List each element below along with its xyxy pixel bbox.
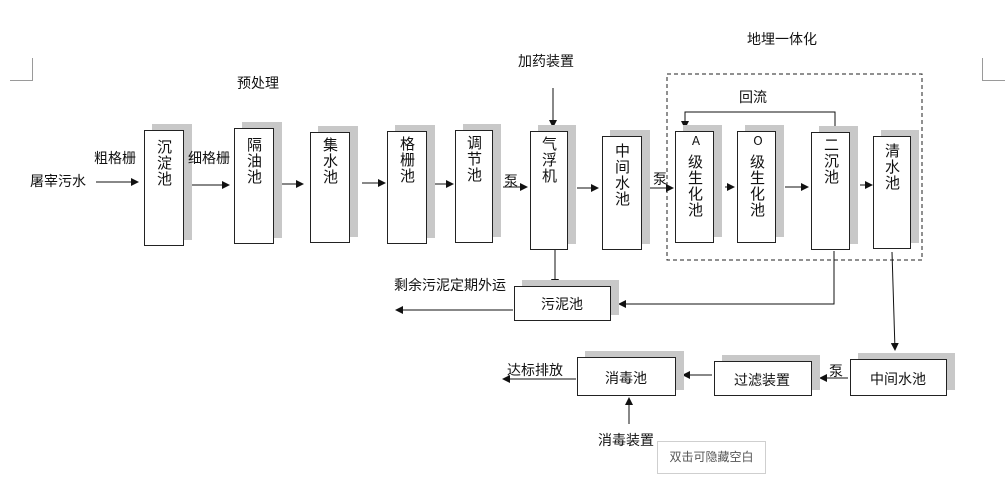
integrated-boundary	[666, 73, 923, 261]
unit-clear-water: 清水池	[873, 136, 911, 249]
unit-sludge: 污泥池	[514, 286, 611, 321]
unit-clear-water-label: 清水池	[883, 143, 901, 191]
label-pump-3: 泵	[829, 364, 843, 380]
label-sludge-out: 剩余污泥定期外运	[394, 278, 506, 294]
label-pump-2: 泵	[653, 172, 667, 188]
label-disinfect-device: 消毒装置	[598, 433, 654, 449]
page-corner-right	[982, 58, 1005, 81]
unit-grid-tank: 格栅池	[387, 131, 427, 244]
unit-a-tank-label: 级生化池	[686, 154, 704, 218]
reflux-line	[681, 111, 836, 132]
hide-blank-button[interactable]: 双击可隐藏空白	[657, 441, 766, 474]
unit-collection: 集水池	[310, 132, 350, 243]
unit-sedimentation-label: 沉淀池	[155, 139, 173, 187]
title-pretreatment: 预处理	[237, 76, 279, 92]
unit-filter: 过滤装置	[714, 361, 812, 396]
label-pump-1: 泵	[504, 174, 518, 190]
unit-intermediate2-label: 中间水池	[870, 372, 926, 388]
unit-air-flotation-label: 气浮机	[540, 136, 558, 184]
unit-sedimentation: 沉淀池	[144, 130, 184, 246]
unit-collection-label: 集水池	[321, 137, 339, 185]
secondary-to-sludge	[618, 251, 835, 308]
unit-o-tank-label: 级生化池	[748, 154, 766, 218]
unit-air-flotation: 气浮机	[530, 131, 568, 250]
unit-intermediate-label: 中间水池	[613, 143, 631, 207]
label-coarse-screen: 粗格栅	[94, 151, 136, 167]
unit-regulation-label: 调节池	[465, 135, 483, 183]
unit-oil-separation-label: 隔油池	[245, 137, 263, 185]
page-corner-left	[10, 58, 33, 81]
unit-regulation: 调节池	[455, 130, 493, 243]
unit-grid-tank-label: 格栅池	[398, 136, 416, 184]
title-dosing: 加药装置	[518, 54, 574, 70]
label-discharge: 达标排放	[507, 363, 563, 379]
unit-sludge-label: 污泥池	[541, 297, 583, 313]
title-integrated: 地埋一体化	[747, 32, 817, 48]
unit-secondary: 二沉池	[811, 132, 850, 250]
unit-secondary-label: 二沉池	[822, 137, 840, 185]
unit-intermediate: 中间水池	[602, 136, 642, 250]
arrow-clear-down	[890, 251, 899, 351]
input-label: 屠宰污水	[30, 174, 86, 190]
unit-filter-label: 过滤装置	[734, 373, 790, 389]
unit-oil-separation: 隔油池	[234, 128, 274, 244]
unit-disinfection: 消毒池	[577, 357, 676, 396]
label-reflux: 回流	[739, 90, 767, 106]
unit-disinfection-label: 消毒池	[605, 371, 647, 387]
unit-a-tank-top: A	[689, 134, 703, 149]
unit-o-tank-top: O	[751, 134, 765, 149]
label-fine-screen: 细格栅	[188, 151, 230, 167]
unit-intermediate2: 中间水池	[850, 359, 947, 396]
unit-a-tank: A 级生化池	[675, 131, 714, 243]
unit-o-tank: O 级生化池	[737, 131, 776, 243]
